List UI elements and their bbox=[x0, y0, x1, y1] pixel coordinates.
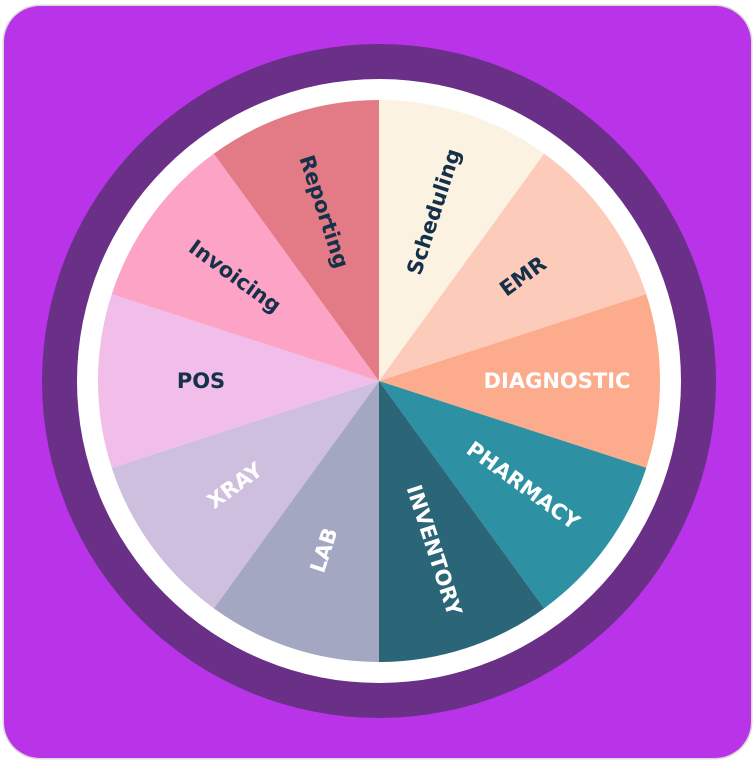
segment-reporting[interactable] bbox=[213, 100, 379, 381]
segment-emr[interactable] bbox=[379, 153, 647, 381]
segment-inventory[interactable] bbox=[379, 381, 545, 662]
segment-label-diagnostic: DIAGNOSTIC bbox=[484, 369, 631, 393]
segment-pos[interactable] bbox=[97, 294, 379, 468]
segment-invoicing[interactable] bbox=[111, 153, 379, 381]
segment-pharmacy[interactable] bbox=[379, 381, 647, 609]
segment-scheduling[interactable] bbox=[379, 100, 545, 381]
segment-diagnostic[interactable] bbox=[379, 294, 661, 468]
wheel-segments bbox=[97, 100, 661, 662]
segment-xray[interactable] bbox=[111, 381, 379, 609]
segment-lab[interactable] bbox=[213, 381, 379, 662]
segment-label-pos: POS bbox=[177, 369, 225, 393]
